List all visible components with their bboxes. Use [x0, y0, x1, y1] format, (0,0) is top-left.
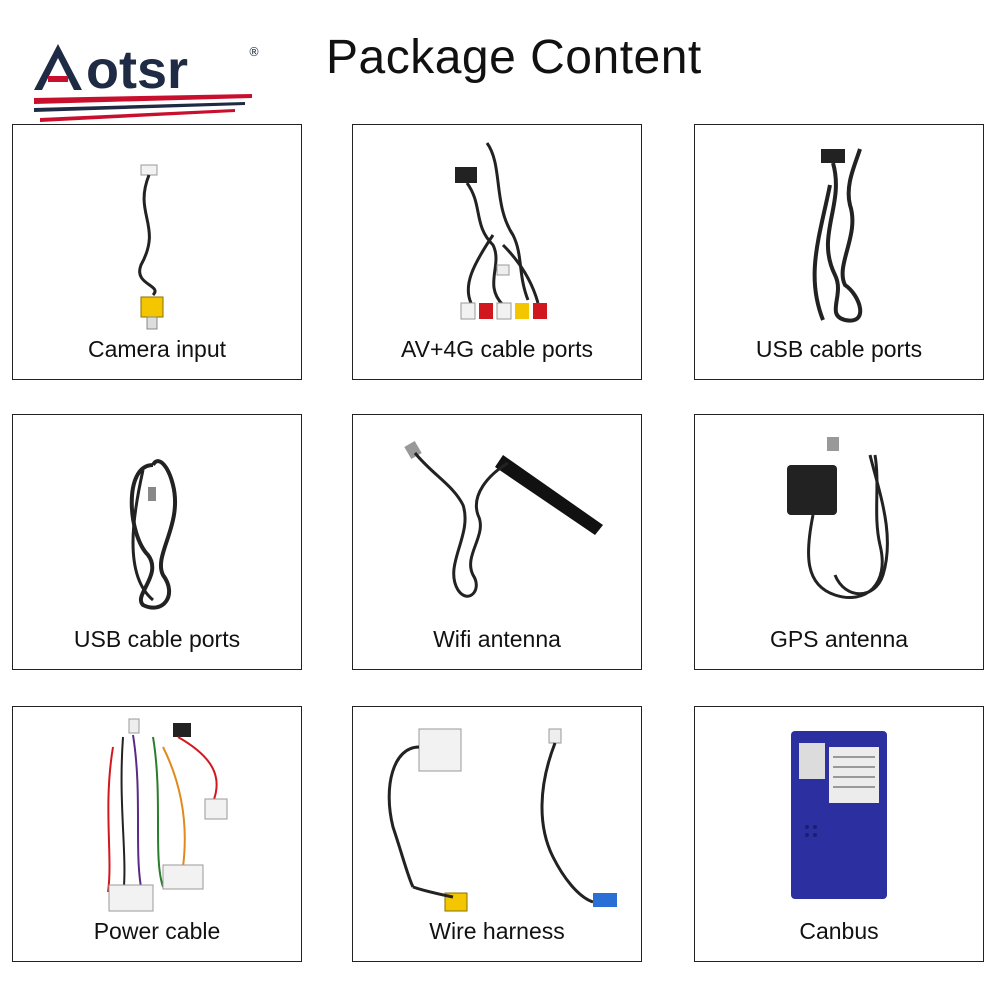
- camera-cable-icon: [138, 164, 164, 330]
- package-item-label: AV+4G cable ports: [401, 336, 593, 362]
- package-item-label: Power cable: [93, 918, 221, 944]
- package-item-label: USB cable ports: [755, 336, 923, 362]
- package-item-label: Canbus: [799, 918, 879, 944]
- package-item-power-cable: Power cable: [12, 706, 302, 962]
- package-item-label: USB cable ports: [73, 626, 241, 652]
- package-item-usb-cable-2: USB cable ports: [12, 414, 302, 670]
- wifi-antenna-icon: [404, 440, 603, 598]
- svg-text:otsr: otsr: [86, 40, 188, 100]
- svg-text:®: ®: [248, 45, 260, 59]
- usb-cable-icon: [812, 148, 863, 323]
- wire-harness-icon: [387, 728, 617, 912]
- page-title: Package Content: [326, 31, 702, 84]
- usb-cable-icon: [129, 459, 177, 610]
- canbus-box-icon: [791, 731, 887, 899]
- package-item-wifi-antenna: Wifi antenna: [352, 414, 642, 670]
- package-item-av-4g-cable: AV+4G cable ports: [352, 124, 642, 380]
- package-item-usb-cable-1: USB cable ports: [694, 124, 984, 380]
- package-item-label: Wire harness: [429, 918, 565, 944]
- package-item-canbus: Canbus: [694, 706, 984, 962]
- aotsr-logo-icon: otsr ®: [34, 40, 260, 122]
- package-item-label: Camera input: [87, 336, 227, 362]
- package-item-label: GPS antenna: [769, 626, 909, 652]
- package-item-label: Wifi antenna: [433, 626, 561, 652]
- gps-antenna-icon: [787, 437, 889, 600]
- package-item-wire-harness: Wire harness: [352, 706, 642, 962]
- av-4g-cable-icon: [455, 142, 547, 320]
- power-cable-icon: [107, 718, 228, 912]
- brand-logo: otsr ®: [30, 38, 270, 128]
- package-item-camera-input: Camera input: [12, 124, 302, 380]
- package-item-gps-antenna: GPS antenna: [694, 414, 984, 670]
